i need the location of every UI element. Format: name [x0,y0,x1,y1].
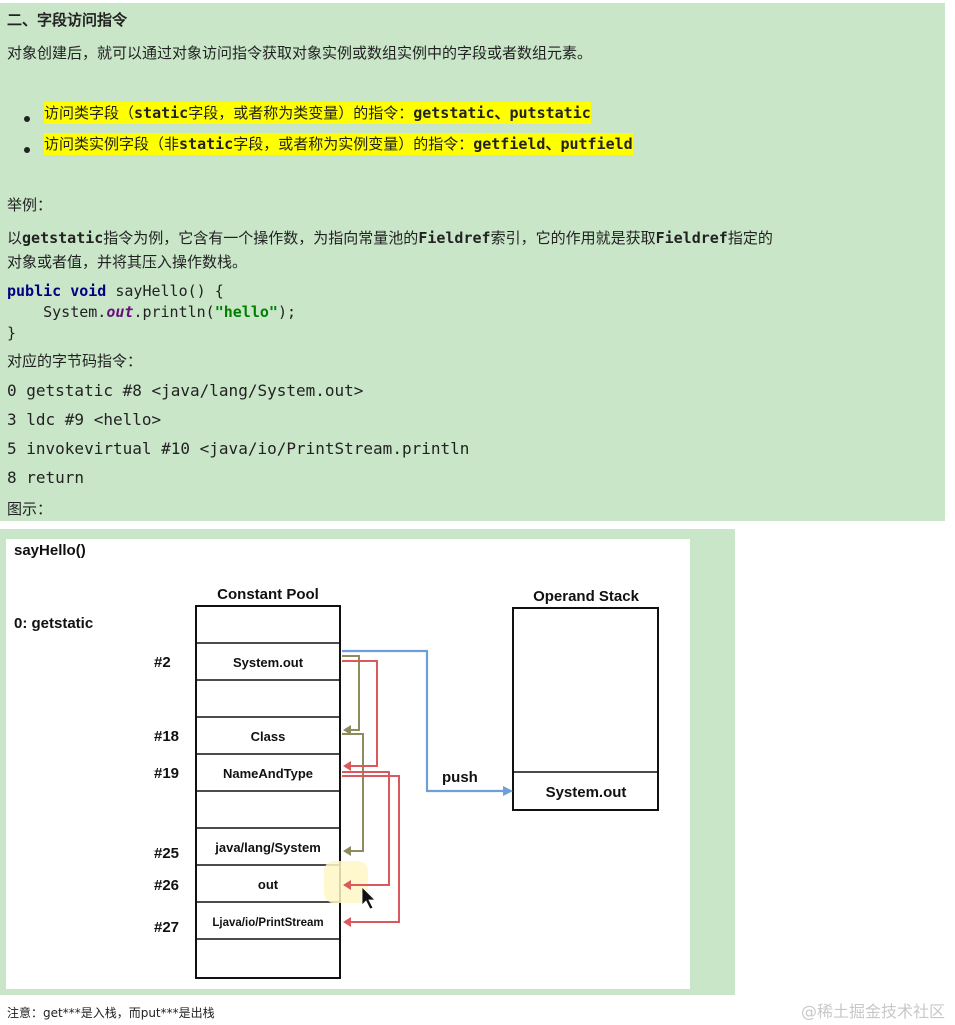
bytecode-line: 3 ldc #9 <hello> [7,410,162,429]
figure-frame: sayHello() 0: getstatic Constant Pool Op… [0,529,735,995]
ref-arrow-line [342,660,378,767]
pool-index: #19 [154,765,179,782]
pool-index: #2 [154,654,171,671]
ref-arrow-head [343,725,351,735]
pool-cell-class: Class [251,729,286,744]
watermark: @稀土掘金技术社区 [800,1002,945,1021]
pool-index: #26 [154,877,179,894]
footnote: 注意：get***是入栈，而put***是出栈 [7,1006,215,1020]
method-name: sayHello() [14,542,86,559]
bullet-dot [24,116,30,122]
ref-arrow-line [342,771,390,886]
bullet-item-2: 访问类实例字段（非static字段，或者称为实例变量）的指令：getfield、… [44,133,633,155]
example-desc-1: 以getstatic指令为例，它含有一个操作数，为指向常量池的Fieldref索… [7,229,773,247]
ref-arrow-line [342,775,400,923]
cursor-highlight [324,861,368,903]
mouse-cursor-icon [361,886,376,910]
instruction-label: 0: getstatic [14,615,93,632]
section-title: 二、字段访问指令 [7,11,128,29]
push-arrow-line [342,649,509,793]
push-arrow-head [503,786,513,796]
push-arrow: push [342,649,513,796]
stack-value-system-out: System.out [546,784,627,801]
section-intro: 对象创建后，就可以通过对象访问指令获取对象实例或数组实例中的字段或者数组元素。 [7,44,593,62]
pool-cell-printstream: Ljava/io/PrintStream [212,917,323,929]
figure-label: 图示： [7,500,53,518]
pool-cell-java-lang-system: java/lang/System [214,840,321,855]
diagram: sayHello() 0: getstatic Constant Pool Op… [6,539,690,989]
example-label: 举例： [7,196,53,214]
pool-cell-out: out [258,877,279,892]
bullet-item-1: 访问类字段（static字段，或者称为类变量）的指令：getstatic、put… [44,102,591,124]
code-line-2: System.out.println("hello"); [7,303,296,321]
ref-arrow-head [343,761,351,771]
ref-arrow-head [343,880,351,890]
class-reference-arrows [342,655,364,856]
ref-arrow-line [342,733,364,852]
bullet-1-text: 访问类字段（static字段，或者称为类变量）的指令：getstatic、put… [44,102,591,124]
note-block: 二、字段访问指令 对象创建后，就可以通过对象访问指令获取对象实例或数组实例中的字… [0,3,945,521]
ref-arrow-line [342,655,360,731]
constant-pool-table: System.out Class NameAndType java/lang/S… [195,605,341,979]
bullet-2-text: 访问类实例字段（非static字段，或者称为实例变量）的指令：getfield、… [44,133,633,155]
ref-arrow-head [343,846,351,856]
pool-index: #27 [154,919,179,936]
pool-cell-system-out: System.out [233,655,304,670]
bytecode-label: 对应的字节码指令： [7,352,143,370]
code-line-1: public void sayHello() { [7,282,224,300]
name-and-type-reference-arrows [342,660,400,927]
operand-stack-border [512,607,659,811]
constant-pool-border [195,605,341,979]
pool-index: #18 [154,728,179,745]
bytecode-line: 8 return [7,468,85,487]
pool-cell-name-and-type: NameAndType [223,766,313,781]
operand-stack: System.out [512,607,659,811]
bytecode-line: 5 invokevirtual #10 <java/io/PrintStream… [7,439,470,458]
ref-arrow-head [343,917,351,927]
pool-index: #25 [154,845,179,862]
example-desc-2: 对象或者值，并将其压入操作数栈。 [7,253,248,271]
bytecode-line: 0 getstatic #8 <java/lang/System.out> [7,381,364,400]
constant-pool-title: Constant Pool [217,586,319,603]
operand-stack-title: Operand Stack [533,588,640,605]
push-label: push [442,769,478,786]
bullet-dot [24,147,30,153]
code-line-3: } [7,324,17,342]
